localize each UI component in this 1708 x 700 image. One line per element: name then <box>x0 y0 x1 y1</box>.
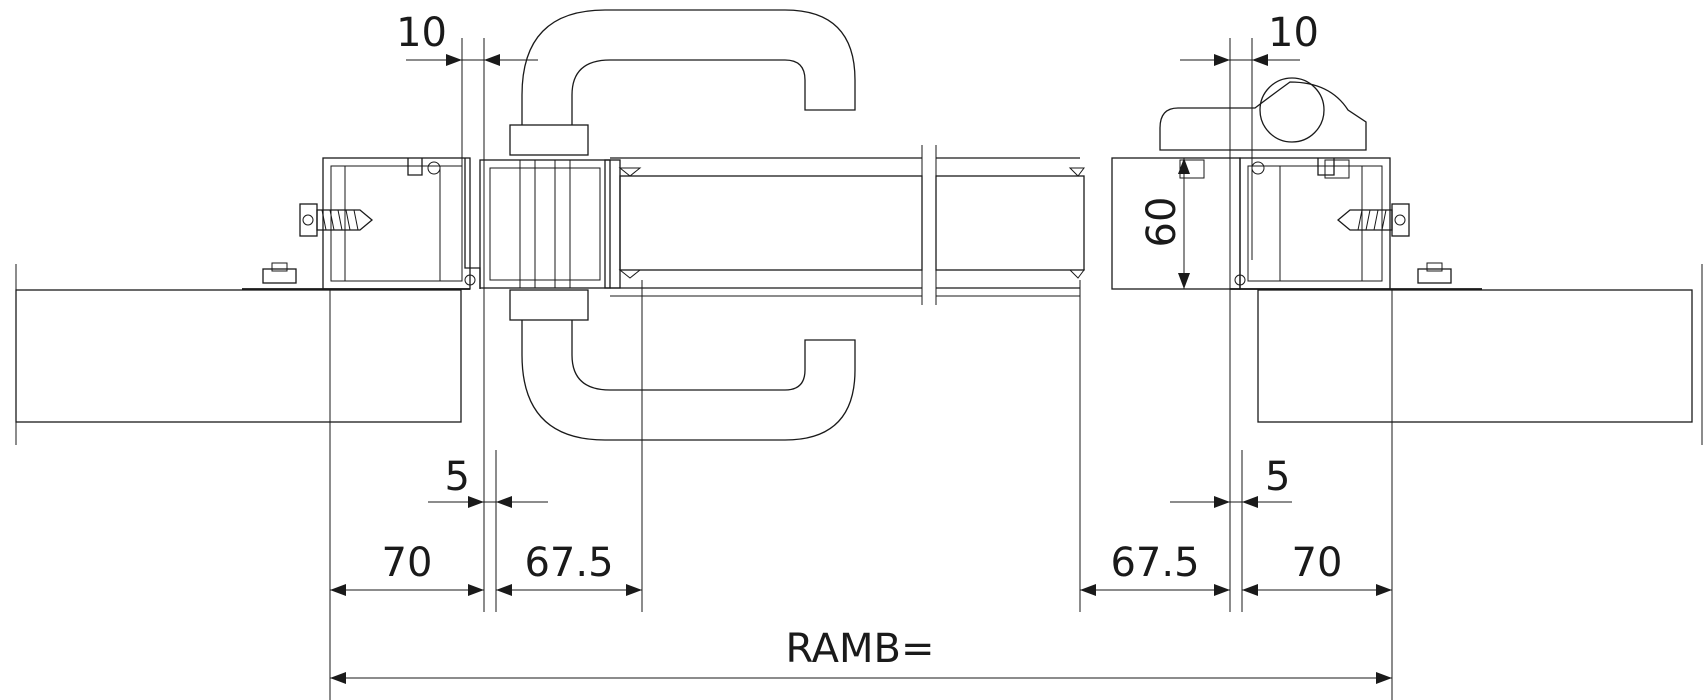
dim-top-left: 10 <box>396 10 447 56</box>
dim-right-frame: 70 <box>1292 540 1343 586</box>
dim-right-leaf: 67.5 <box>1110 540 1199 586</box>
dim-top-right: 10 <box>1268 10 1319 56</box>
dim-right-gap: 5 <box>1265 454 1290 500</box>
lever-handle <box>509 9 856 441</box>
dim-overall: RAMB= <box>785 626 934 672</box>
hinge <box>1159 77 1367 179</box>
dimension-lines <box>329 38 1393 700</box>
left-wall <box>15 264 462 445</box>
right-frame-profile <box>1111 157 1482 290</box>
left-fixing-bolt <box>262 262 297 284</box>
dim-profile-depth: 60 <box>1139 197 1185 248</box>
dim-left-frame: 70 <box>382 540 433 586</box>
dim-left-leaf: 67.5 <box>524 540 613 586</box>
dim-left-gap: 5 <box>445 454 470 500</box>
door-leaf <box>479 145 1085 305</box>
right-anchor-screw <box>1336 203 1410 237</box>
left-frame-profile <box>242 157 481 290</box>
dimension-labels: 10 10 5 5 70 67.5 67.5 70 60 RAMB= <box>382 10 1343 672</box>
right-wall <box>1257 264 1703 445</box>
right-fixing-bolt <box>1417 262 1452 284</box>
left-anchor-screw <box>299 203 374 237</box>
